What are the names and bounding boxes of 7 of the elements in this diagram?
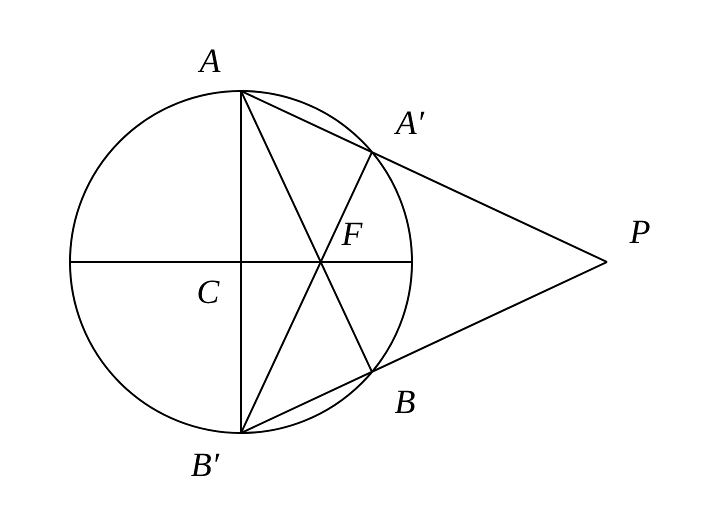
point-label: F	[342, 218, 362, 252]
point-label: C	[196, 276, 220, 310]
point-label: B′	[190, 449, 220, 483]
point-label: B	[394, 386, 416, 420]
point-label: A	[200, 45, 220, 79]
point-label: P	[630, 216, 650, 250]
point-label: A′	[396, 107, 424, 141]
